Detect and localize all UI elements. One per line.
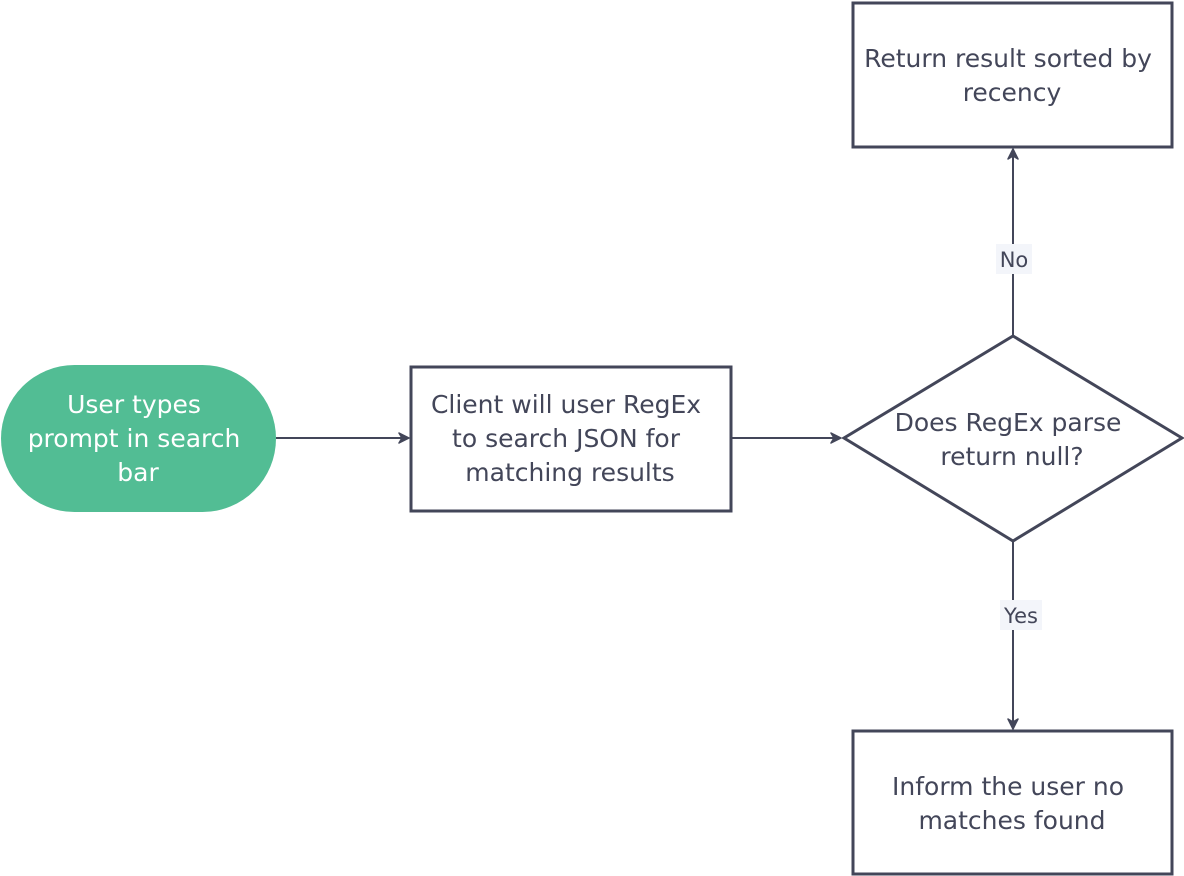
search-process-line: Client will user RegEx — [431, 390, 701, 419]
no-matches-text: Inform the user no matches found — [892, 772, 1132, 835]
search-process-line: matching results — [465, 458, 674, 487]
return-sorted-node: Return result sorted by recency — [851, 1, 1174, 149]
return-sorted-line: Return result sorted by — [864, 44, 1152, 73]
start-node: User types prompt in search bar — [1, 365, 276, 512]
edge-label-no-text: No — [1000, 248, 1029, 272]
start-node-text: User types prompt in search bar — [28, 390, 249, 487]
search-process-line: to search JSON for — [452, 424, 681, 453]
no-matches-node: Inform the user no matches found — [851, 729, 1174, 876]
return-sorted-text: Return result sorted by recency — [864, 44, 1160, 107]
return-sorted-line: recency — [963, 78, 1062, 107]
start-node-line: User types — [67, 390, 201, 419]
no-matches-line: matches found — [918, 806, 1105, 835]
decision-text: Does RegEx parse return null? — [895, 408, 1130, 471]
no-matches-line: Inform the user no — [892, 772, 1124, 801]
decision-node: Does RegEx parse return null? — [841, 334, 1184, 543]
start-node-line: bar — [117, 458, 159, 487]
search-process-text: Client will user RegEx to search JSON fo… — [431, 390, 709, 487]
edge-label-yes-text: Yes — [1003, 604, 1038, 628]
edge-label-yes: Yes — [1000, 600, 1042, 630]
edge-label-no: No — [996, 244, 1032, 274]
search-process-node: Client will user RegEx to search JSON fo… — [409, 365, 733, 513]
decision-line: return null? — [940, 442, 1083, 471]
decision-line: Does RegEx parse — [895, 408, 1122, 437]
start-node-line: prompt in search — [28, 424, 241, 453]
